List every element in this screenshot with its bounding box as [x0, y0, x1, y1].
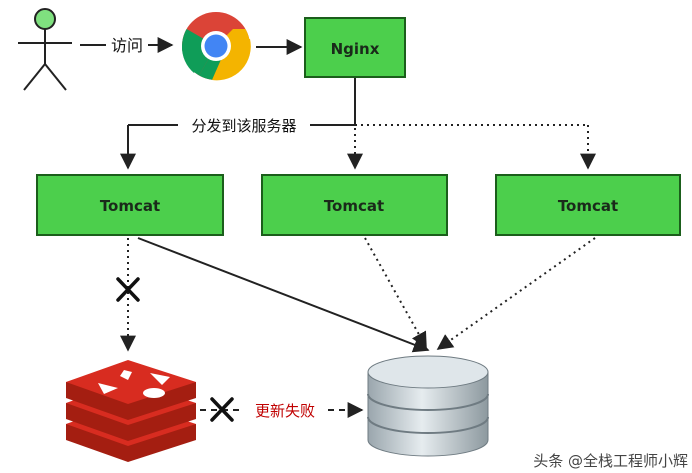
update-fail-label: 更新失败	[255, 402, 315, 420]
watermark: 头条 @全栈工程师小辉	[533, 452, 688, 470]
access-arrow: 访问	[80, 36, 174, 55]
access-label: 访问	[111, 36, 143, 55]
nginx-label: Nginx	[331, 40, 380, 58]
tomcat-db-lines	[137, 237, 596, 353]
stick-figure-icon	[18, 8, 72, 91]
x-mark-icon	[116, 277, 140, 302]
tomcat-box-3[interactable]: Tomcat	[495, 174, 681, 236]
nginx-box[interactable]: Nginx	[304, 17, 406, 78]
x-mark-icon	[210, 397, 234, 422]
database-icon	[367, 355, 489, 457]
tomcat-label-1: Tomcat	[100, 197, 160, 215]
dispatch-label: 分发到该服务器	[191, 117, 296, 135]
tomcat-box-2[interactable]: Tomcat	[261, 174, 448, 236]
redis-icon	[66, 360, 196, 462]
tomcat-box-1[interactable]: Tomcat	[36, 174, 224, 236]
dispatch-label-bg	[178, 114, 310, 136]
update-fail-arrow: 更新失败	[200, 397, 364, 422]
chrome-icon	[181, 12, 251, 81]
tomcat-label-2: Tomcat	[324, 197, 384, 215]
tomcat-label-3: Tomcat	[558, 197, 618, 215]
